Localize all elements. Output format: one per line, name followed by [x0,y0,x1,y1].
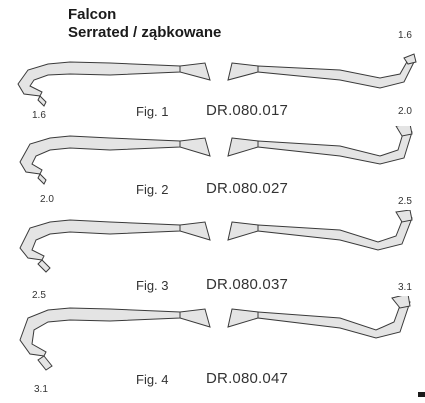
product-code: DR.080.017 [206,102,289,119]
figure-label: Fig. 1 [136,104,169,119]
size-label-right: 2.0 [398,106,412,117]
product-code: DR.080.037 [206,276,289,293]
instrument-row-1: 1.6 1.6 Fig. 1 DR.080.017 [0,30,425,130]
instrument-row-4: 3.1 3.1 Fig. 4 DR.080.047 [0,282,425,395]
figure-label: Fig. 4 [136,372,169,387]
instrument-drawing-2 [19,126,413,185]
brand-name: Falcon [68,6,117,23]
size-label-left: 3.1 [34,384,48,395]
instrument-drawing-3 [19,210,413,273]
instrument-drawing-4 [19,296,411,371]
size-label-right: 2.5 [398,196,412,207]
size-label-right: 1.6 [398,30,412,41]
instrument-row-3: 2.5 2.5 Fig. 3 DR.080.037 [0,196,425,301]
size-label-left: 2.5 [32,290,46,301]
instrument-drawing-1 [17,53,417,107]
product-code: DR.080.047 [206,370,289,387]
page-corner-mark [418,392,425,397]
figure-label: Fig. 3 [136,278,169,293]
instrument-row-2: 2.0 2.0 Fig. 2 DR.080.027 [0,106,425,206]
size-label-left: 1.6 [32,110,46,121]
subtitle: Serrated / ząbkowane [68,24,222,41]
size-label-right: 3.1 [398,282,412,293]
figure-label: Fig. 2 [136,182,169,197]
catalog-title: Falcon Serrated / ząbkowane [68,6,221,42]
product-code: DR.080.027 [206,180,289,197]
size-label-left: 2.0 [40,194,54,205]
